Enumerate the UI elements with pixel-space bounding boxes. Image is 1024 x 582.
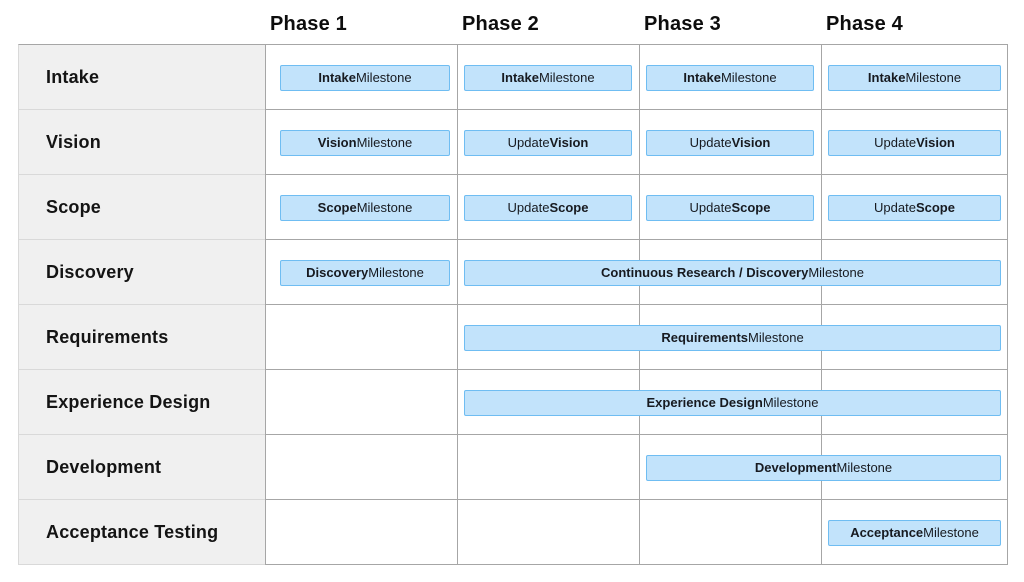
milestone-bar-label: Update bbox=[507, 135, 550, 150]
milestone-bar: Requirements Milestone bbox=[464, 324, 1001, 351]
grid-cell bbox=[265, 435, 457, 500]
row-label-intake: Intake bbox=[19, 45, 265, 110]
grid-cell bbox=[457, 45, 639, 110]
milestone-bar-label: Vision bbox=[549, 135, 589, 150]
milestone-bar: Update Scope bbox=[828, 194, 1001, 221]
milestone-bar: Update Scope bbox=[464, 194, 632, 221]
milestone-bar-label: Development bbox=[754, 460, 837, 475]
grid-cell bbox=[265, 305, 457, 370]
row-label-development: Development bbox=[19, 435, 265, 500]
grid-cell bbox=[639, 435, 821, 500]
milestone-bar: Scope Milestone bbox=[280, 194, 450, 221]
milestone-bar-label: Continuous Research / Discovery bbox=[601, 265, 809, 280]
milestone-bar-label: Milestone bbox=[720, 70, 777, 85]
milestone-bar-label: Experience Design bbox=[646, 395, 763, 410]
milestone-bar: Experience Design Milestone bbox=[464, 389, 1001, 416]
milestone-bar: Intake Milestone bbox=[280, 64, 450, 91]
grid-cell bbox=[265, 240, 457, 305]
grid-cell bbox=[265, 500, 457, 565]
milestone-bar-label: Update bbox=[689, 135, 732, 150]
milestone-bar-label: Update bbox=[874, 135, 917, 150]
milestone-bar-label: Scope bbox=[549, 200, 589, 215]
milestone-bar: Update Vision bbox=[646, 129, 814, 156]
milestone-bar-label: Acceptance bbox=[850, 525, 924, 540]
milestone-bar-label: Vision bbox=[916, 135, 955, 150]
milestone-bar: Intake Milestone bbox=[464, 64, 632, 91]
milestone-bar: Vision Milestone bbox=[280, 129, 450, 156]
phase-header-4: Phase 4 bbox=[826, 13, 904, 35]
milestone-bar-label: Intake bbox=[318, 70, 356, 85]
milestone-bar-label: Scope bbox=[915, 200, 955, 215]
grid-cell bbox=[639, 110, 821, 175]
grid-cell bbox=[457, 175, 639, 240]
grid-cell bbox=[265, 45, 457, 110]
milestone-bar-label: Milestone bbox=[905, 70, 962, 85]
milestone-bar-label: Scope bbox=[731, 200, 771, 215]
roadmap-grid: Intake Vision Scope Discovery Requiremen… bbox=[18, 44, 1008, 565]
milestone-bar-label: Intake bbox=[867, 70, 906, 85]
row-label-acceptance-testing: Acceptance Testing bbox=[19, 500, 265, 565]
row-label-experience-design: Experience Design bbox=[19, 370, 265, 435]
grid-cell bbox=[639, 175, 821, 240]
milestone-bar: Development Milestone bbox=[646, 454, 1001, 481]
milestone-bar-label: Milestone bbox=[355, 70, 412, 85]
grid-cell bbox=[639, 500, 821, 565]
phase-header-3: Phase 3 bbox=[644, 13, 722, 35]
milestone-bar-label: Milestone bbox=[368, 265, 424, 280]
row-label-requirements: Requirements bbox=[19, 305, 265, 370]
milestone-bar-label: Milestone bbox=[836, 460, 893, 475]
milestone-bar: Update Vision bbox=[828, 129, 1001, 156]
milestone-bar: Intake Milestone bbox=[828, 64, 1001, 91]
milestone-bar-label: Requirements bbox=[661, 330, 749, 345]
milestone-bar-label: Scope bbox=[317, 200, 357, 215]
milestone-bar: Update Vision bbox=[464, 129, 632, 156]
milestone-bar-label: Discovery bbox=[306, 265, 369, 280]
milestone-bar-label: Vision bbox=[731, 135, 771, 150]
grid-cell bbox=[639, 45, 821, 110]
grid-cell bbox=[457, 240, 639, 305]
milestone-bar-label: Milestone bbox=[923, 525, 979, 540]
milestone-bar: Acceptance Milestone bbox=[828, 519, 1001, 546]
row-label-scope: Scope bbox=[19, 175, 265, 240]
grid-cell bbox=[821, 110, 1008, 175]
milestone-bar: Discovery Milestone bbox=[280, 259, 450, 286]
phase-header-2: Phase 2 bbox=[462, 13, 540, 35]
grid-cell bbox=[457, 370, 639, 435]
milestone-bar: Intake Milestone bbox=[646, 64, 814, 91]
grid-cell bbox=[821, 500, 1008, 565]
grid-cell bbox=[265, 175, 457, 240]
milestone-bar-label: Update bbox=[689, 200, 732, 215]
grid-cell bbox=[457, 500, 639, 565]
milestone-bar-label: Milestone bbox=[762, 395, 819, 410]
milestone-bar-label: Vision bbox=[317, 135, 357, 150]
milestone-bar-label: Update bbox=[874, 200, 916, 215]
grid-cell bbox=[821, 45, 1008, 110]
grid-cell bbox=[457, 435, 639, 500]
milestone-bar: Update Scope bbox=[646, 194, 814, 221]
milestone-bar: Continuous Research / Discovery Mileston… bbox=[464, 259, 1001, 286]
milestone-bar-label: Milestone bbox=[356, 135, 413, 150]
milestone-bar-label: Intake bbox=[501, 70, 539, 85]
row-label-vision: Vision bbox=[19, 110, 265, 175]
grid-cell bbox=[265, 110, 457, 175]
row-label-discovery: Discovery bbox=[19, 240, 265, 305]
grid-cell bbox=[457, 110, 639, 175]
milestone-bar-label: Milestone bbox=[748, 330, 804, 345]
milestone-bar-label: Milestone bbox=[538, 70, 595, 85]
grid-cell bbox=[457, 305, 639, 370]
milestone-bar-label: Milestone bbox=[356, 200, 413, 215]
milestone-bar-label: Update bbox=[507, 200, 550, 215]
grid-cell bbox=[265, 370, 457, 435]
milestone-bar-label: Milestone bbox=[808, 265, 864, 280]
phase-header-1: Phase 1 bbox=[270, 13, 348, 35]
grid-cell bbox=[821, 175, 1008, 240]
milestone-bar-label: Intake bbox=[683, 70, 721, 85]
